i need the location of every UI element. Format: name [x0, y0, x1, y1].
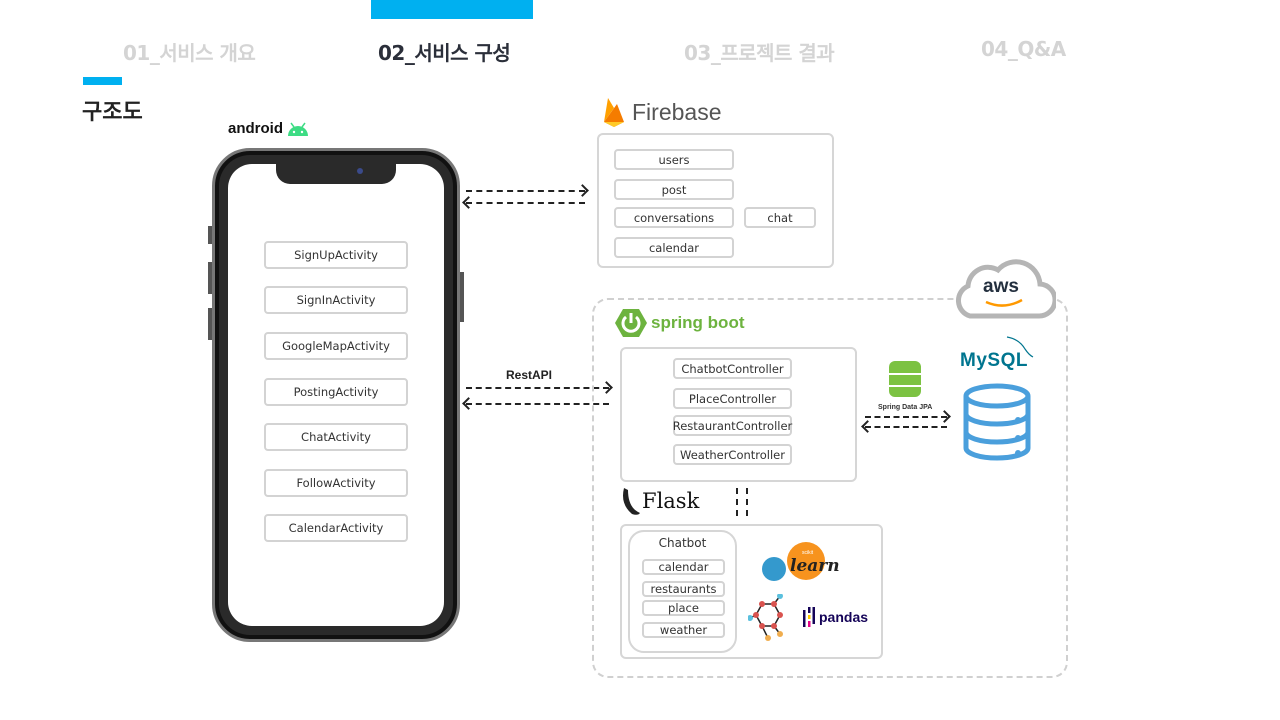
- activity-follow: FollowActivity: [264, 469, 408, 497]
- nav-tab-overview[interactable]: 01_서비스 개요: [123, 41, 256, 65]
- arrow-android-to-spring: [466, 387, 609, 389]
- molecule-icon: [748, 594, 783, 641]
- database-icon: [963, 383, 1031, 461]
- phone-side-button: [208, 308, 212, 340]
- aws-logo-text: aws: [983, 276, 1019, 297]
- spring-boot-logo: spring boot: [615, 308, 744, 338]
- pandas-logo: pandas: [803, 607, 868, 627]
- mysql-logo: MySQL: [960, 350, 1028, 372]
- phone-camera: [357, 168, 363, 174]
- activity-signin: SignInActivity: [264, 286, 408, 314]
- activity-chat: ChatActivity: [264, 423, 408, 451]
- collection-users: users: [614, 149, 734, 170]
- aws-region-box: [592, 298, 1068, 678]
- phone-side-button: [208, 226, 212, 244]
- arrow-spring-to-mysql: [865, 416, 947, 418]
- sklearn-logo-text: learn: [790, 556, 840, 576]
- module-place: place: [642, 600, 725, 616]
- sklearn-small-text: scikit: [802, 550, 814, 556]
- controller-weather: WeatherController: [673, 444, 792, 465]
- arrow-firebase-to-android: [466, 202, 585, 204]
- restapi-label: RestAPI: [506, 368, 553, 382]
- aws-cloud-logo: aws: [952, 256, 1058, 320]
- active-tab-indicator: [371, 0, 533, 19]
- spring-data-jpa-icon: [889, 361, 921, 397]
- pandas-logo-text: pandas: [819, 609, 869, 625]
- aws-cloud-icon: [956, 259, 1058, 319]
- flask-horn-icon: [623, 488, 640, 515]
- spring-logo-text: spring boot: [651, 313, 745, 332]
- phone-side-button: [208, 262, 212, 294]
- flask-logo-text: Flask: [642, 489, 700, 513]
- chatbot-title: Chatbot: [658, 536, 707, 550]
- arrow-spring-to-android: [466, 403, 609, 405]
- controller-chatbot: ChatbotController: [673, 358, 792, 379]
- arrow-flask-to-spring: [746, 488, 748, 516]
- activity-googlemap: GoogleMapActivity: [264, 332, 408, 360]
- spring-power-icon: [615, 309, 647, 337]
- firebase-flame-icon: [604, 98, 624, 127]
- android-logo-text: android: [228, 120, 283, 137]
- activity-signup: SignUpActivity: [264, 241, 408, 269]
- mysql-dolphin-icon: [1006, 336, 1034, 358]
- module-calendar: calendar: [642, 559, 725, 575]
- nav-tab-composition[interactable]: 02_서비스 구성: [378, 41, 511, 65]
- android-robot-icon: [288, 122, 308, 136]
- section-title: 구조도: [82, 100, 143, 125]
- arrow-spring-to-flask: [736, 488, 738, 516]
- phone-notch: [276, 163, 396, 184]
- collection-conversations: conversations: [614, 207, 734, 228]
- android-logo: android: [228, 120, 310, 137]
- module-weather: weather: [642, 622, 725, 638]
- collection-post: post: [614, 179, 734, 200]
- mysql-logo-text: MySQL: [960, 350, 1028, 371]
- firebase-logo: Firebase: [602, 96, 721, 128]
- flask-logo: Flask: [620, 486, 699, 516]
- collection-calendar: calendar: [614, 237, 734, 258]
- nav-tab-results[interactable]: 03_프로젝트 결과: [684, 41, 835, 65]
- phone-power-button: [460, 272, 464, 322]
- pandas-bars-icon: [803, 607, 815, 627]
- module-restaurants: restaurants: [642, 581, 725, 597]
- sklearn-logo: scikit learn: [762, 542, 840, 584]
- controller-place: PlaceController: [673, 388, 792, 409]
- arrow-mysql-to-spring: [865, 426, 947, 428]
- arrow-android-to-firebase: [466, 190, 585, 192]
- collection-chat: chat: [744, 207, 816, 228]
- nav-tab-qa[interactable]: 04_Q&A: [981, 37, 1066, 61]
- activity-posting: PostingActivity: [264, 378, 408, 406]
- section-accent-bar: [83, 77, 122, 85]
- controller-restaurant: RestaurantController: [673, 415, 792, 436]
- spring-data-jpa-label: Spring Data JPA: [878, 404, 933, 411]
- firebase-logo-text: Firebase: [632, 98, 722, 125]
- activity-calendar: CalendarActivity: [264, 514, 408, 542]
